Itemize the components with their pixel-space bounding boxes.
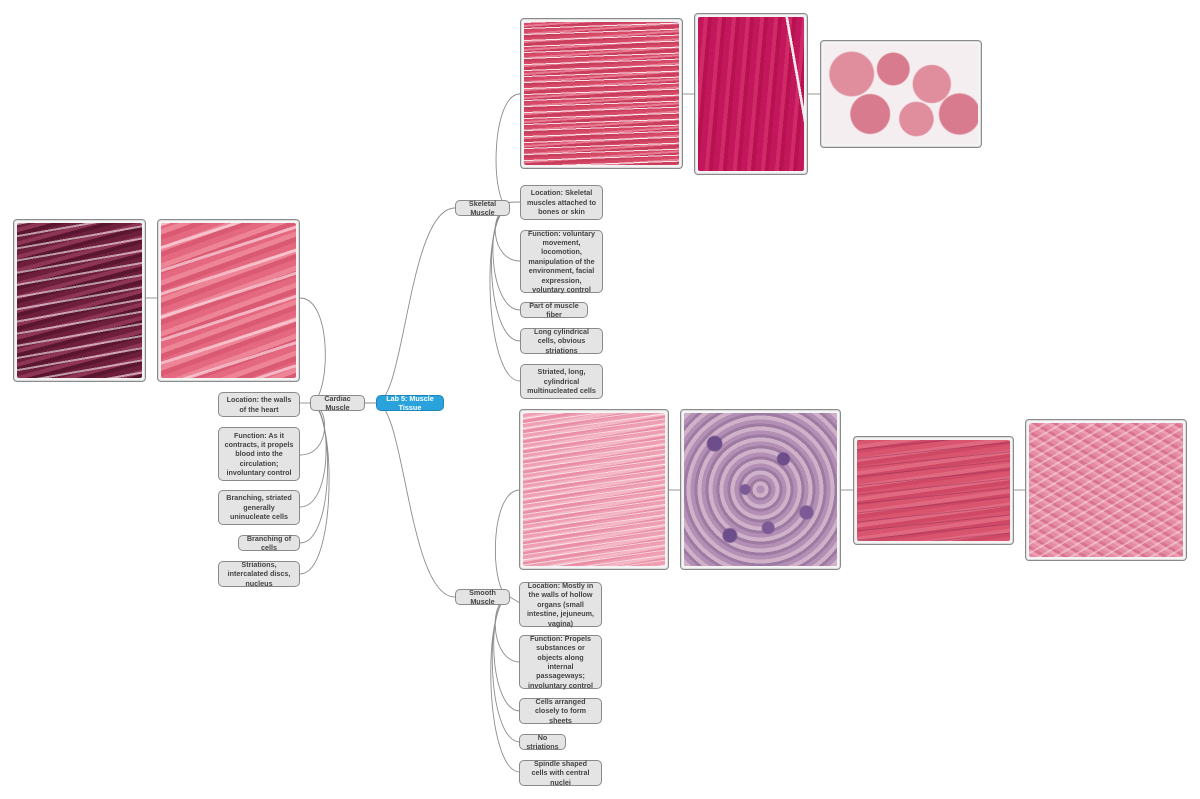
- smooth-muscle-intestinal-micrograph: [684, 413, 837, 566]
- smooth-detail-function-text: Function: Propels substances or objects …: [527, 633, 594, 690]
- cardiac-detail-branching-striated[interactable]: Branching, striated generally uninucleat…: [218, 490, 300, 525]
- cardiac-detail-branching-text: Branching of cells: [246, 533, 292, 552]
- smooth-image-3[interactable]: [853, 436, 1014, 545]
- smooth-detail-no-striations-text: No striations: [526, 732, 559, 751]
- skeletal-detail-function[interactable]: Function: voluntary movement, locomotion…: [520, 228, 603, 294]
- cardiac-detail-location-text: Location: the walls of the heart: [226, 395, 292, 414]
- cardiac-detail-location[interactable]: Location: the walls of the heart: [218, 392, 300, 417]
- branch-cardiac-muscle[interactable]: Cardiac Muscle: [310, 393, 365, 412]
- branch-smooth-muscle[interactable]: Smooth Muscle: [455, 587, 510, 606]
- skeletal-detail-cells-text: Long cylindrical cells, obvious striatio…: [533, 326, 590, 355]
- skeletal-detail-fiber-text: Part of muscle fiber: [529, 300, 579, 319]
- smooth-image-2[interactable]: [680, 409, 841, 570]
- smooth-detail-spindle-text: Spindle shaped cells with central nuclei: [531, 758, 590, 787]
- skeletal-image-1[interactable]: [520, 18, 683, 169]
- skeletal-muscle-cross-section-micrograph: [824, 44, 978, 144]
- skeletal-label: Skeletal Muscle: [468, 198, 497, 217]
- cardiac-muscle-dark-stain-micrograph: [17, 223, 142, 378]
- cardiac-detail-function[interactable]: Function: As it contracts, it propels bl…: [218, 427, 300, 481]
- smooth-detail-location[interactable]: Location: Mostly in the walls of hollow …: [519, 581, 602, 628]
- smooth-muscle-wavy-micrograph: [1029, 423, 1183, 557]
- smooth-detail-no-striations[interactable]: No striations: [519, 732, 566, 751]
- cardiac-detail-branching-striated-text: Branching, striated generally uninucleat…: [226, 493, 292, 522]
- cardiac-detail-branching[interactable]: Branching of cells: [238, 533, 300, 552]
- skeletal-muscle-longitudinal-micrograph: [524, 22, 679, 165]
- cardiac-label: Cardiac Muscle: [324, 393, 351, 412]
- skeletal-muscle-fiber-micrograph: [698, 17, 804, 171]
- branch-skeletal-muscle[interactable]: Skeletal Muscle: [455, 198, 510, 217]
- smooth-image-4[interactable]: [1025, 419, 1187, 561]
- cardiac-detail-function-text: Function: As it contracts, it propels bl…: [224, 430, 294, 478]
- smooth-label: Smooth Muscle: [469, 587, 496, 606]
- skeletal-detail-location-text: Location: Skeletal muscles attached to b…: [526, 188, 597, 217]
- skeletal-detail-striated-text: Striated, long, cylindrical multinucleat…: [527, 367, 596, 396]
- skeletal-detail-fiber[interactable]: Part of muscle fiber: [520, 300, 588, 319]
- skeletal-image-2[interactable]: [694, 13, 808, 175]
- cardiac-detail-striations[interactable]: Striations, intercalated discs, nucleus: [218, 559, 300, 588]
- smooth-detail-sheets-text: Cells arranged closely to form sheets: [534, 696, 587, 725]
- cardiac-image-1[interactable]: [13, 219, 146, 382]
- cardiac-muscle-pink-stain-micrograph: [161, 223, 296, 378]
- smooth-muscle-sheet-micrograph: [523, 413, 665, 566]
- smooth-detail-spindle[interactable]: Spindle shaped cells with central nuclei: [519, 758, 602, 787]
- cardiac-detail-striations-text: Striations, intercalated discs, nucleus: [227, 559, 291, 588]
- skeletal-detail-function-text: Function: voluntary movement, locomotion…: [527, 228, 596, 294]
- smooth-detail-location-text: Location: Mostly in the walls of hollow …: [526, 581, 595, 628]
- smooth-detail-sheets[interactable]: Cells arranged closely to form sheets: [519, 696, 602, 725]
- skeletal-detail-striated[interactable]: Striated, long, cylindrical multinucleat…: [520, 364, 603, 399]
- skeletal-detail-location[interactable]: Location: Skeletal muscles attached to b…: [520, 185, 603, 220]
- cardiac-image-2[interactable]: [157, 219, 300, 382]
- central-topic-lab5-muscle-tissue[interactable]: Lab 5: Muscle Tissue: [376, 393, 444, 412]
- smooth-detail-function[interactable]: Function: Propels substances or objects …: [519, 633, 602, 690]
- skeletal-image-3[interactable]: [820, 40, 982, 148]
- central-topic-label: Lab 5: Muscle Tissue: [386, 393, 434, 412]
- skeletal-detail-cells[interactable]: Long cylindrical cells, obvious striatio…: [520, 326, 603, 355]
- smooth-image-1[interactable]: [519, 409, 669, 570]
- smooth-muscle-spindle-micrograph: [857, 440, 1010, 541]
